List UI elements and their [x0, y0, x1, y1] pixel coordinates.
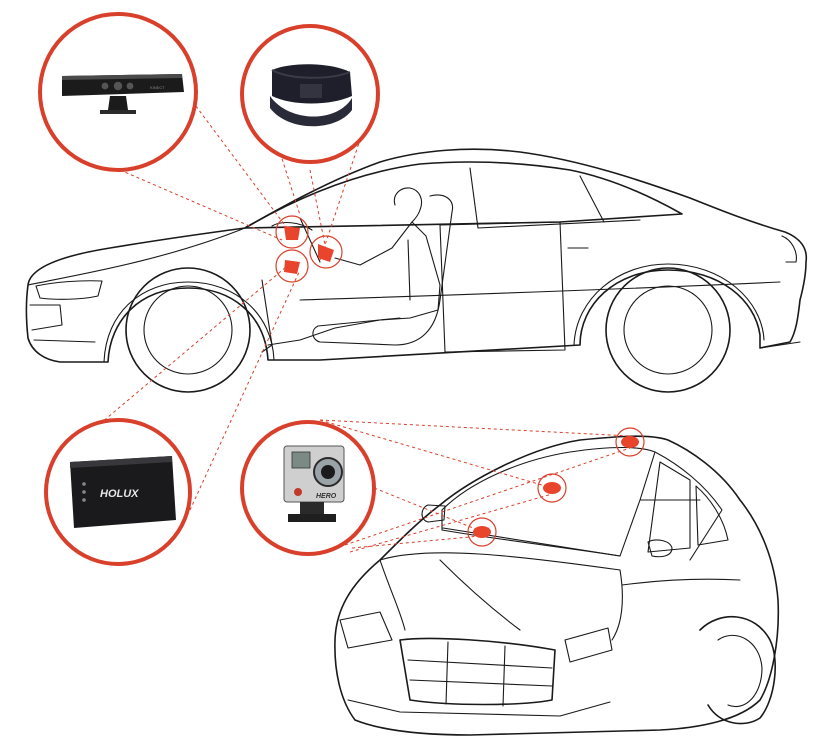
- depth-camera-brand: KINECT: [150, 85, 165, 90]
- mirror-camera-marker-ring: [537, 473, 567, 503]
- gps-sensor-marker-ring: [275, 249, 309, 283]
- gps-logger-icon: HOLUX: [70, 456, 176, 528]
- gps-sensor-marker: [284, 260, 300, 274]
- action-camera-brand: HERO: [316, 493, 337, 500]
- gps-logger-brand: HOLUX: [100, 488, 139, 500]
- roof-camera-marker: [621, 436, 639, 448]
- wristband-icon: [270, 64, 352, 127]
- gps-logger-callout: HOLUX: [44, 418, 192, 566]
- dashboard-sensor-marker-ring: [275, 215, 309, 249]
- dash-camera-marker-ring: [467, 517, 497, 547]
- wrist-sensor-callout: [240, 24, 380, 164]
- action-camera-icon: HERO: [283, 445, 345, 522]
- dash-camera-marker: [473, 526, 491, 538]
- sedan-front-view-icon: [334, 435, 780, 736]
- roof-camera-marker-ring: [615, 427, 645, 457]
- sensor-markers: [275, 215, 645, 547]
- wrist-sensor-marker: [318, 244, 334, 262]
- mirror-camera-marker: [543, 482, 561, 494]
- wrist-sensor-marker-ring: [309, 235, 343, 269]
- action-camera-callout: HERO: [240, 420, 376, 556]
- dashboard-sensor-marker: [284, 226, 300, 240]
- sedan-side-view-icon: [25, 148, 808, 393]
- depth-sensor-callout: KINECT: [38, 12, 198, 172]
- depth-camera-icon: KINECT: [62, 74, 184, 114]
